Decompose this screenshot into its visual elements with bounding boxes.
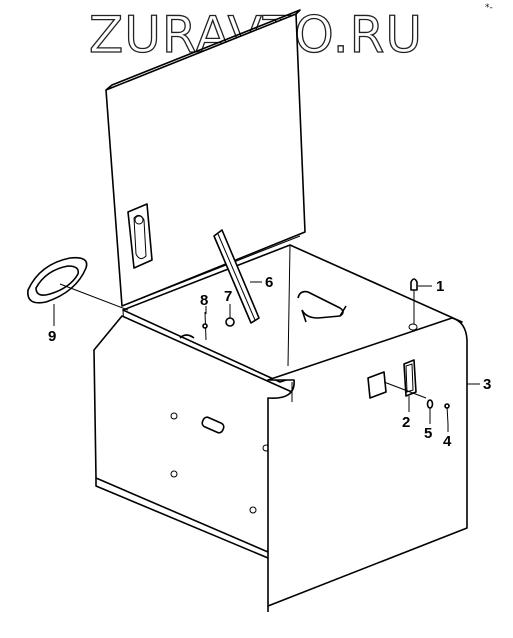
pin xyxy=(408,278,418,331)
callout-7: 7 xyxy=(224,288,232,305)
callout-5: 5 xyxy=(424,425,432,442)
callout-2: 2 xyxy=(402,414,410,431)
callout-1: 1 xyxy=(436,278,444,295)
callout-4: 4 xyxy=(443,433,452,450)
lid-support-stay xyxy=(213,229,260,324)
callout-6: 6 xyxy=(265,274,273,291)
callout-9: 9 xyxy=(48,328,56,345)
box-front-panel xyxy=(267,317,468,612)
corner-mark: *- xyxy=(485,3,493,13)
callout-8: 8 xyxy=(200,292,208,309)
lid xyxy=(105,9,306,307)
callout-leaders xyxy=(53,281,480,432)
callout-labels: 1 2 3 4 5 6 7 8 9 xyxy=(48,274,491,450)
lock-assembly xyxy=(367,359,450,425)
toolbox-assembly xyxy=(27,9,468,612)
callout-3: 3 xyxy=(483,376,491,393)
seal-grommet xyxy=(27,256,129,311)
interior-handle xyxy=(297,290,347,323)
